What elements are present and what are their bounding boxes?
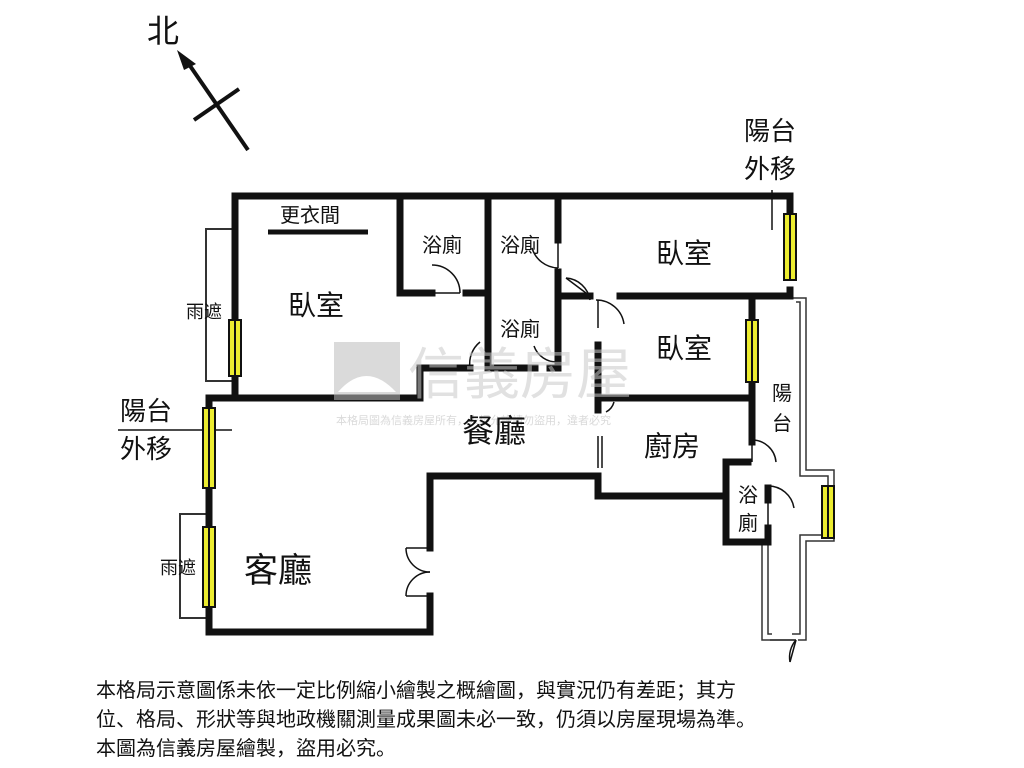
- balcony-moved-left-label-1: 陽台: [120, 397, 172, 427]
- door-small-bath: [767, 485, 795, 528]
- watermark-brand: 信義房屋: [408, 343, 632, 408]
- doors: [405, 240, 797, 663]
- balcony-moved-top-label-2: 外移: [744, 155, 796, 185]
- door-kitchen-top: [605, 401, 615, 413]
- disclaimer: 本格局示意圖係未依一定比例縮小繪製之概繪圖，與實況仍有差距；其方 位、格局、形狀…: [96, 676, 996, 763]
- window-living-upper: [202, 407, 216, 489]
- watermark-subtext: 本格局圖為信義房屋所有，未經允許請勿盜用，違者必究: [336, 413, 611, 427]
- living-label: 客廳: [244, 551, 312, 591]
- disclaimer-line-1: 本格局示意圖係未依一定比例縮小繪製之概繪圖，與實況仍有差距；其方: [96, 678, 736, 702]
- bath-small-label-1: 浴: [738, 483, 758, 507]
- dining-label: 餐廳: [462, 412, 526, 450]
- window-top-right-bedroom: [783, 213, 797, 281]
- window-right-balcony: [821, 485, 835, 539]
- bedroom-top-right-label: 臥室: [656, 237, 712, 270]
- disclaimer-line-3: 本圖為信義房屋繪製，盜用必究。: [96, 736, 396, 760]
- disclaimer-line-2: 位、格局、形狀等與地政機關測量成果圖未必一致，仍須以房屋現場為準。: [96, 707, 756, 731]
- door-dining-bath: [468, 341, 481, 369]
- compass-label: 北: [147, 12, 179, 50]
- awning-upper-label: 雨遮: [186, 302, 222, 323]
- door-bath-top-left: [431, 264, 461, 294]
- walk-in-closet-label: 更衣間: [280, 203, 340, 227]
- bath-small-label-2: 廁: [738, 511, 758, 535]
- right-balcony-label-1: 陽: [772, 381, 792, 405]
- door-kitchen-side: [597, 436, 603, 468]
- window-upper-bedroom: [228, 319, 242, 377]
- windows: [202, 213, 835, 608]
- right-balcony-outline: [761, 297, 835, 641]
- door-balcony-corridor: [751, 439, 777, 463]
- balcony-moved-top-label-1: 陽台: [744, 117, 796, 147]
- door-top-right-bedroom: [565, 277, 591, 301]
- door-bath-top-mid: [531, 240, 559, 269]
- floor-plan: 北: [118, 12, 835, 663]
- door-balcony-exit: [770, 639, 797, 663]
- bath-top-left-label: 浴廁: [422, 233, 462, 257]
- window-living-lower: [202, 526, 216, 608]
- window-middle-bedroom: [745, 319, 759, 383]
- north-arrow-icon: [177, 50, 250, 152]
- bath-top-mid-label: 浴廁: [500, 233, 540, 257]
- kitchen-label: 廚房: [644, 430, 700, 463]
- door-middle-bedroom: [595, 299, 625, 328]
- balcony-moved-left-label-2: 外移: [120, 435, 172, 465]
- right-balcony-label-2: 台: [772, 411, 792, 435]
- watermark: 信義房屋 本格局圖為信義房屋所有，未經允許請勿盜用，違者必究: [334, 342, 632, 427]
- bath-mid-label: 浴廁: [500, 317, 540, 341]
- bedroom-main-label: 臥室: [288, 289, 344, 322]
- door-living-double: [405, 547, 431, 597]
- awning-lower-label: 雨遮: [160, 558, 196, 579]
- bedroom-middle-label: 臥室: [656, 332, 712, 365]
- door-bath-mid: [533, 345, 559, 363]
